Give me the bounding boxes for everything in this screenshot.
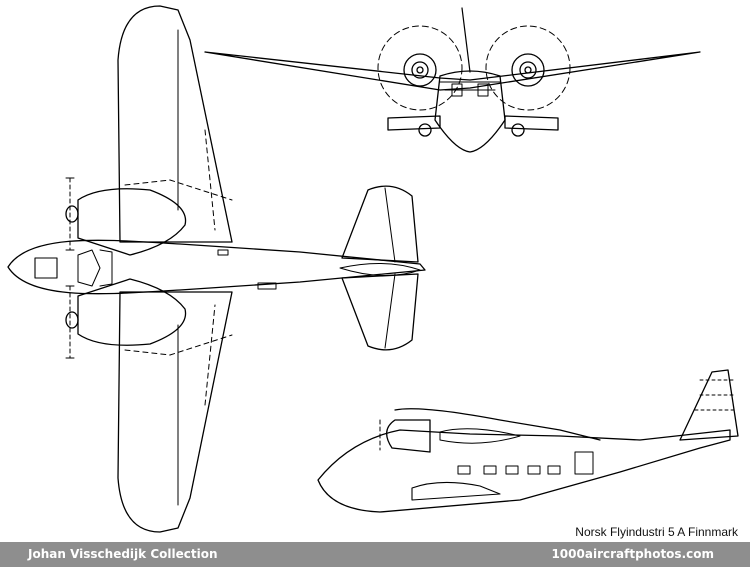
upper-stabilizer — [341, 185, 419, 263]
lower-wing — [117, 291, 233, 533]
lower-nacelle — [77, 278, 187, 346]
front-view — [204, 7, 701, 153]
collection-credit: Johan Visschedijk Collection — [28, 547, 218, 561]
side-view — [317, 369, 739, 513]
upper-nacelle — [77, 188, 187, 256]
site-credit[interactable]: 1000aircraftphotos.com — [551, 547, 714, 561]
fuselage — [7, 239, 426, 295]
plan-view — [7, 5, 426, 533]
side-hull — [317, 429, 731, 513]
upper-wing — [117, 5, 233, 243]
drawing-caption: Norsk Flyindustri 5 A Finnmark — [575, 525, 738, 539]
lower-stabilizer — [341, 273, 419, 351]
three-view-drawing — [7, 5, 739, 533]
footer-bar: Johan Visschedijk Collection 1000aircraf… — [0, 542, 750, 567]
